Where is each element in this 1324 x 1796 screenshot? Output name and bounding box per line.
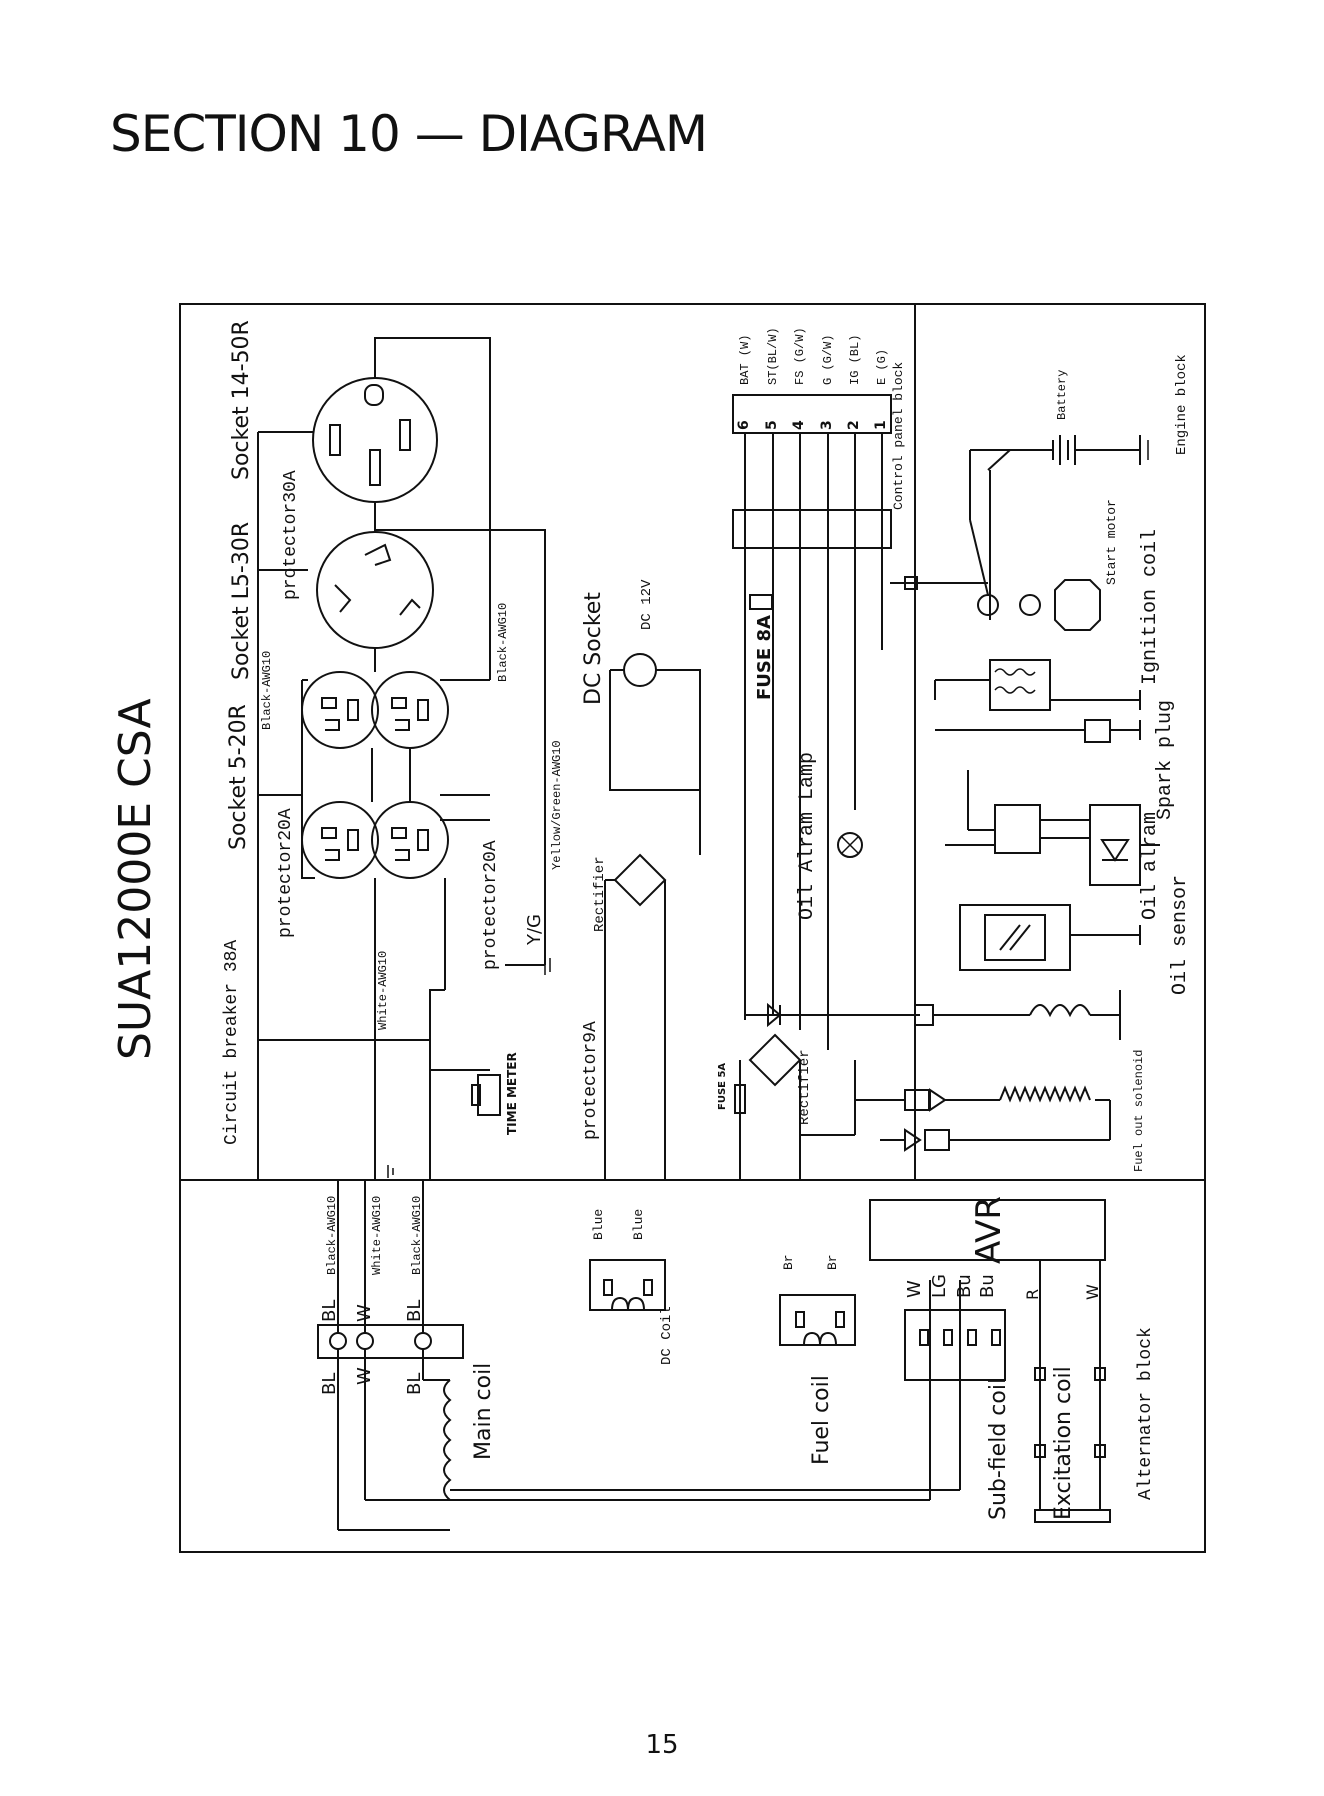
fuse-5a-label: FUSE 5A <box>717 1063 728 1110</box>
control-panel-strip-bottom <box>732 509 892 549</box>
oil-alarm-lamp-symbol <box>837 832 863 858</box>
terminal-lines <box>744 433 883 1050</box>
page-number: 15 <box>645 1730 679 1760</box>
ignition-coil-label: Ignition coil <box>1139 529 1162 685</box>
terminal-bu-1: Bu <box>954 1274 975 1298</box>
alternator-wiring <box>317 1180 961 1531</box>
model-label: SUA12000E CSA <box>110 698 161 1060</box>
terminal-6-label: BAT (W) <box>738 335 752 385</box>
terminal-bl-3: BL <box>319 1373 340 1395</box>
oil-sensor-label: Oil sensor <box>1169 875 1192 995</box>
dc-coil-symbol <box>589 1259 666 1311</box>
black-awg10-right-label: Black-AWG10 <box>410 1196 424 1275</box>
time-meter-label: TIME METER <box>505 1052 519 1135</box>
terminal-4-num: 4 <box>791 420 807 430</box>
alternator-block-label: Alternator block <box>1136 1327 1156 1500</box>
oil-alarm-lamp-label: Oil Alram Lamp <box>796 752 819 920</box>
blue-1-label: Blue <box>591 1209 606 1240</box>
terminal-w-2: W <box>354 1367 375 1385</box>
terminal-6-num: 6 <box>736 420 752 430</box>
terminal-5-num: 5 <box>764 420 780 430</box>
br-1-label: Br <box>781 1254 796 1270</box>
spark-plug-symbol <box>935 719 1141 743</box>
white-awg10-left-label: White-AWG10 <box>370 1196 384 1275</box>
terminal-bl-4: BL <box>404 1373 425 1395</box>
fuel-out-solenoid-label: Fuel out solenoid <box>1132 1050 1146 1172</box>
excitation-coil-label: Excitation coil <box>1051 1366 1076 1520</box>
circuit-breaker-label: Circuit breaker 38A <box>222 940 242 1145</box>
terminal-w-1: W <box>354 1304 375 1322</box>
battery-symbol <box>970 435 1149 465</box>
avr-module <box>869 1199 1106 1261</box>
fuse-8a-symbol <box>749 594 773 610</box>
avr-wiring <box>904 1260 1111 1523</box>
terminal-bl-2: BL <box>404 1300 425 1322</box>
black-awg10-a-label: Black-AWG10 <box>260 651 274 730</box>
dc-socket-label: DC Socket <box>581 592 606 705</box>
terminal-3-num: 3 <box>819 420 835 430</box>
terminal-3-label: G (G/W) <box>821 335 835 385</box>
ignition-coil-symbol <box>934 659 1141 711</box>
fuse-8a-label: FUSE 8A <box>754 615 775 700</box>
socket-5-20r-group <box>301 671 449 879</box>
fuel-coil-symbol <box>779 1294 856 1346</box>
br-2-label: Br <box>825 1254 840 1270</box>
blue-2-label: Blue <box>631 1209 646 1240</box>
socket-l5-30r <box>316 531 434 649</box>
sub-field-coil-label: Sub-field coil <box>986 1378 1011 1520</box>
dc-coil-label: DC Coil <box>659 1306 675 1365</box>
yg-label: Y/G <box>524 914 545 946</box>
start-motor-label: Start motor <box>1104 499 1119 585</box>
terminal-2-label: IG (BL) <box>848 335 862 385</box>
avr-label: AVR <box>969 1196 1009 1264</box>
black-awg10-left-label: Black-AWG10 <box>325 1196 339 1275</box>
rectifier-bottom-label: Rectifier <box>797 1049 813 1125</box>
socket-14-50r-label: Socket 14-50R <box>229 320 254 480</box>
page-title: SECTION 10 — DIAGRAM <box>110 105 708 163</box>
control-panel-block-label: Control panel block <box>891 362 906 510</box>
oil-alarm-module <box>945 770 1160 886</box>
terminal-4-label: FS (G/W) <box>793 327 807 385</box>
start-motor-symbol <box>890 449 1101 631</box>
terminal-bl-1: BL <box>319 1300 340 1322</box>
battery-label: Battery <box>1055 370 1069 420</box>
protector30a-label: protector30A <box>281 470 301 600</box>
terminal-list: 6 BAT (W) 5 ST(BL/W) 4 FS (G/W) 3 G (G/W… <box>736 327 889 430</box>
engine-block-label: Engine block <box>1174 354 1190 455</box>
protector20a-top-label: protector20A <box>276 808 296 938</box>
terminal-lg: LG <box>929 1274 950 1298</box>
terminal-w-4: W <box>1083 1284 1102 1300</box>
protector9a-label: protector9A <box>581 1021 601 1140</box>
socket-5-20r-label: Socket 5-20R <box>226 704 251 850</box>
oil-sensor-symbol <box>959 904 1141 971</box>
white-awg10-top-label: White-AWG10 <box>376 951 390 1030</box>
control-panel-strip-top <box>732 394 892 434</box>
oil-alarm-label: Oil alram <box>1139 812 1162 920</box>
diagram-frame <box>179 303 1206 1553</box>
spark-plug-label: Spark plug <box>1154 700 1177 820</box>
terminal-r: R <box>1023 1289 1042 1300</box>
fuel-out-solenoid-symbol <box>933 990 1121 1141</box>
main-coil-label: Main coil <box>471 1363 496 1460</box>
yellow-green-label: Yellow/Green-AWG10 <box>550 740 564 870</box>
charging-circuit <box>734 1002 950 1180</box>
rectifier-top-label: Rectifier <box>592 856 608 932</box>
fuel-coil-label: Fuel coil <box>809 1375 834 1465</box>
dc-12v-label: DC 12V <box>639 579 655 630</box>
terminal-bu-2: Bu <box>977 1274 998 1298</box>
black-awg10-b-label: Black-AWG10 <box>496 603 510 682</box>
terminal-2-num: 2 <box>846 420 862 430</box>
socket-l5-30r-label: Socket L5-30R <box>229 522 254 680</box>
ac-wiring <box>257 337 551 1180</box>
protector20a-bottom-label: protector20A <box>481 840 501 970</box>
dc-circuit <box>604 653 701 1180</box>
socket-14-50r <box>312 377 438 503</box>
terminal-1-label: E (G) <box>875 349 889 385</box>
terminal-1-num: 1 <box>873 420 889 430</box>
terminal-5-label: ST(BL/W) <box>766 327 780 385</box>
terminal-w-3: W <box>904 1280 925 1298</box>
